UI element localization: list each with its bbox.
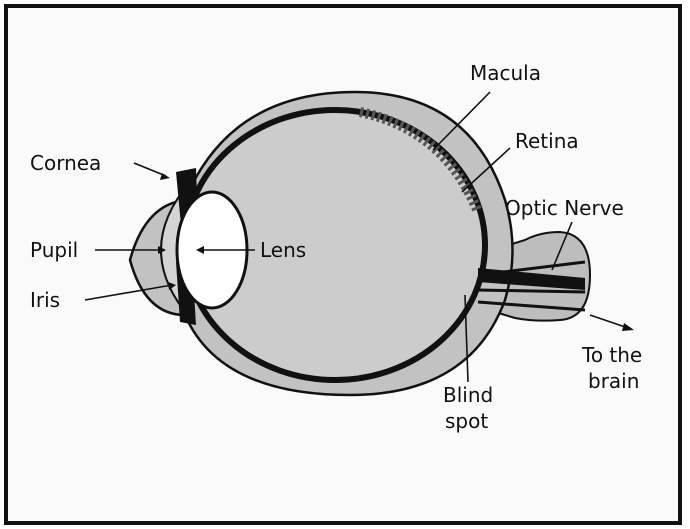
to-brain-arrow bbox=[590, 315, 628, 328]
cornea-pointer bbox=[134, 163, 166, 176]
pupil-label: Pupil bbox=[30, 238, 78, 262]
lens-label: Lens bbox=[260, 238, 306, 262]
cornea-label: Cornea bbox=[30, 151, 101, 175]
blind-spot-label-line2: spot bbox=[445, 409, 488, 433]
iris-label: Iris bbox=[30, 288, 60, 312]
retina-label: Retina bbox=[515, 129, 579, 153]
to-brain-arrowhead bbox=[622, 323, 634, 331]
blind-spot-label-line1: Blind bbox=[443, 383, 493, 407]
to-brain-label-line1: To the bbox=[581, 343, 642, 367]
macula-label: Macula bbox=[470, 61, 541, 85]
optic-nerve-label: Optic Nerve bbox=[505, 196, 624, 220]
to-brain-label-line2: brain bbox=[588, 369, 639, 393]
